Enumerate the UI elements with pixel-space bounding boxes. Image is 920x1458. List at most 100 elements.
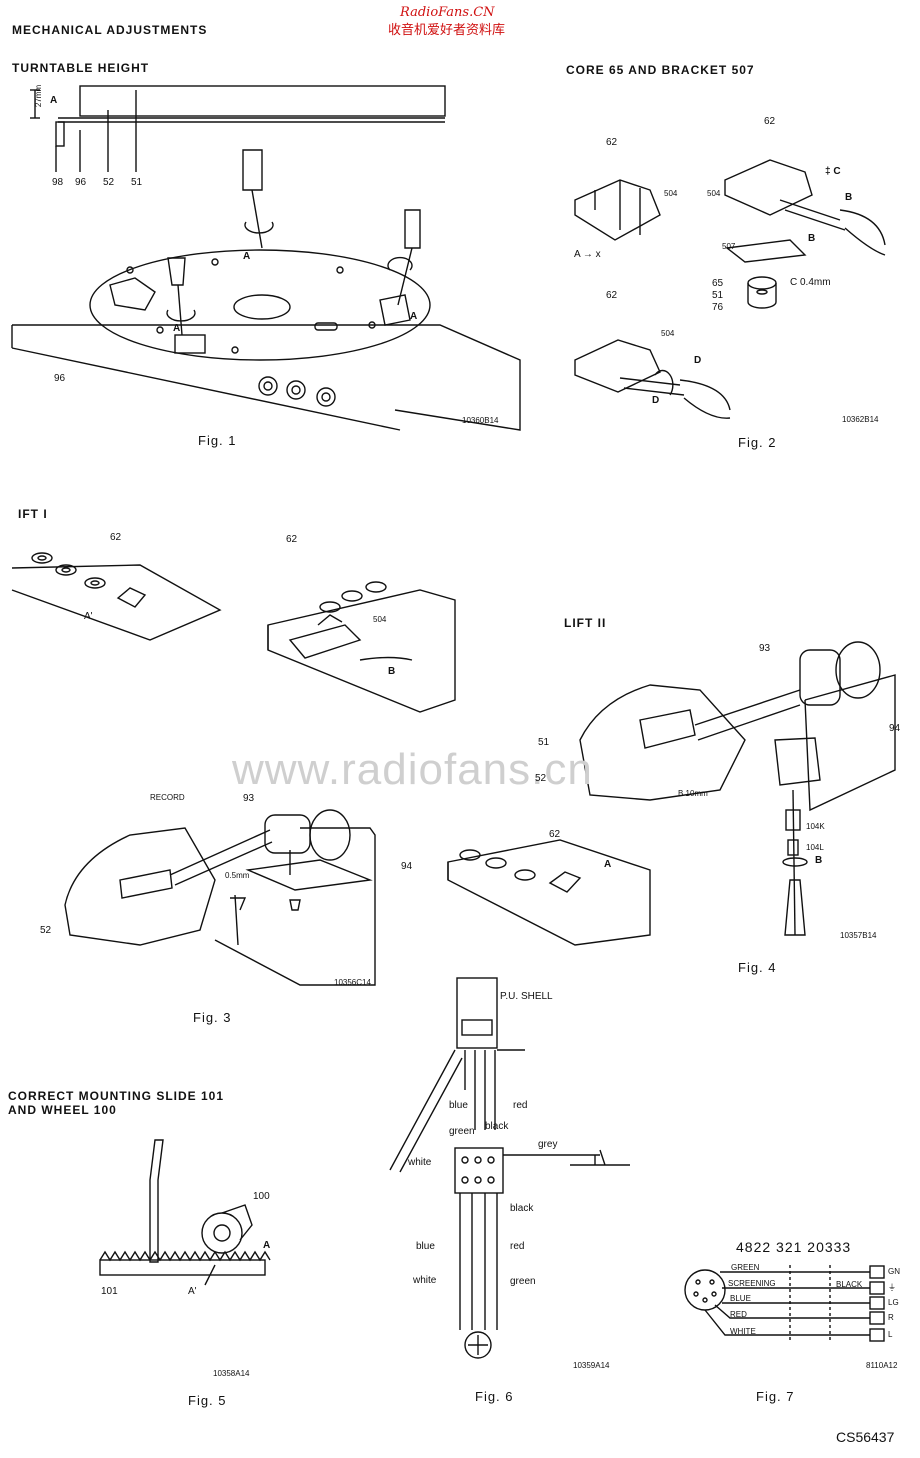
fig7-label-green: GREEN	[731, 1263, 760, 1272]
fig2-label-62a: 62	[606, 137, 618, 148]
fig6-wiring	[389, 977, 630, 1359]
fig4-caption: Fig. 4	[738, 960, 777, 975]
fig6-label-blue: blue	[449, 1100, 468, 1111]
fig6-label-red2: red	[510, 1241, 525, 1252]
fig4-lift-ii	[447, 641, 896, 946]
fig1-caption: Fig. 1	[198, 433, 237, 448]
fig4-label-94: 94	[889, 723, 901, 734]
fig6-label-pu-shell: P.U. SHELL	[500, 991, 553, 1002]
fig5-code: 10358A14	[213, 1369, 250, 1378]
fig6-label-black2: black	[510, 1203, 534, 1214]
fig2-code: 10362B14	[842, 415, 879, 424]
fig2-label-504c: 504	[661, 329, 675, 338]
fig4-label-104l: 104L	[806, 843, 824, 852]
fig1-side-view	[30, 85, 446, 172]
site-subtitle: 收音机爱好者资料库	[388, 23, 506, 38]
fig3-label-94: 94	[401, 861, 413, 872]
heading-turntable-height: TURNTABLE HEIGHT	[12, 61, 150, 75]
fig4-label-62: 62	[549, 829, 561, 840]
heading-lift-i: IFT I	[18, 507, 48, 521]
fig3-lift-panel-b	[267, 581, 456, 713]
fig7-pin-gnd: ⏚	[888, 1283, 896, 1292]
fig5-rack	[99, 1139, 271, 1286]
fig2-label-51: 51	[712, 290, 724, 301]
fig7-pin-gn: GN	[888, 1267, 900, 1276]
site-logo: RadioFans.CN	[400, 5, 495, 20]
fig1-label-52: 52	[103, 177, 115, 188]
fig6-label-blue2: blue	[416, 1241, 435, 1252]
heading-mounting-2: AND WHEEL 100	[8, 1103, 117, 1117]
fig2-label-507: 507	[722, 242, 736, 251]
fig6-caption: Fig. 6	[475, 1389, 514, 1404]
fig6-code: 10359A14	[573, 1361, 610, 1370]
fig1-label-a2: A	[243, 251, 251, 262]
fig2-label-65: 65	[712, 278, 724, 289]
fig5-label-aprime: A'	[188, 1286, 197, 1297]
fig6-label-black: black	[485, 1121, 509, 1132]
fig5-label-101: 101	[101, 1286, 118, 1297]
fig7-label-screening: SCREENING	[728, 1279, 776, 1288]
fig3-label-62b: 62	[286, 534, 298, 545]
fig7-label-black: BLACK	[836, 1280, 863, 1289]
fig1-chassis	[11, 149, 521, 431]
fig2-label-ax: A → x	[574, 249, 601, 260]
fig1-label-a4: A	[410, 311, 418, 322]
fig2-label-d2: D	[652, 395, 660, 406]
fig2-label-b2: B	[808, 233, 816, 244]
fig2-label-62b: 62	[764, 116, 776, 127]
fig1-label-96b: 96	[54, 373, 66, 384]
fig4-label-51: 51	[538, 737, 550, 748]
fig1-label-a3: A	[173, 323, 181, 334]
fig3-code: 10356C14	[334, 978, 371, 987]
fig7-label-red: RED	[730, 1310, 747, 1319]
fig1-label-98: 98	[52, 177, 64, 188]
fig4-label-93: 93	[759, 643, 771, 654]
heading-lift-ii: LIFT II	[564, 616, 607, 630]
fig5-label-a: A	[263, 1240, 271, 1251]
fig2-label-504b: 504	[707, 189, 721, 198]
fig3-label-b: B	[388, 666, 396, 677]
fig3-label-504: 504	[373, 615, 387, 624]
fig7-pin-l: L	[888, 1330, 893, 1339]
fig6-label-green2: green	[510, 1276, 536, 1287]
fig3-label-93: 93	[243, 793, 255, 804]
fig3-label-52: 52	[40, 925, 52, 936]
fig3-label-gap: 0.5mm	[225, 871, 250, 880]
fig1-label-a: A	[50, 95, 58, 106]
fig7-label-blue: BLUE	[730, 1294, 751, 1303]
fig6-label-green: green	[449, 1126, 475, 1137]
fig2-drawing	[574, 159, 886, 419]
fig2-label-b1: B	[845, 192, 853, 203]
fig2-caption: Fig. 2	[738, 435, 777, 450]
fig3-lift-panel-a	[11, 552, 222, 641]
fig2-label-504a: 504	[664, 189, 678, 198]
fig5-caption: Fig. 5	[188, 1393, 227, 1408]
fig1-dim-27mm: 27mm	[34, 84, 44, 108]
fig6-label-red: red	[513, 1100, 528, 1111]
fig3-label-62a: 62	[110, 532, 122, 543]
fig3-label-aprime: A'	[84, 611, 93, 622]
fig7-part-number: 4822 321 20333	[736, 1239, 852, 1255]
fig4-label-b10: B 10mm	[678, 789, 708, 798]
fig6-label-grey: grey	[538, 1139, 558, 1150]
fig1-label-96: 96	[75, 177, 87, 188]
fig4-label-b: B	[815, 855, 823, 866]
fig4-label-104k: 104K	[806, 822, 825, 831]
fig2-label-62c: 62	[606, 290, 618, 301]
fig3-tonearm	[64, 809, 376, 986]
fig7-pin-lg: LG	[888, 1298, 899, 1307]
fig3-label-record: RECORD	[150, 793, 185, 802]
page-title: MECHANICAL ADJUSTMENTS	[12, 23, 208, 37]
fig7-label-white: WHITE	[730, 1327, 756, 1336]
fig6-label-white: white	[408, 1157, 432, 1168]
fig7-pin-r: R	[888, 1313, 894, 1322]
fig4-label-52: 52	[535, 773, 547, 784]
heading-core-bracket: CORE 65 AND BRACKET 507	[566, 63, 755, 77]
footer-code: CS56437	[836, 1429, 895, 1445]
fig3-caption: Fig. 3	[193, 1010, 232, 1025]
heading-mounting-1: CORRECT MOUNTING SLIDE 101	[8, 1089, 225, 1103]
fig6-label-white2: white	[413, 1275, 437, 1286]
fig1-label-51: 51	[131, 177, 143, 188]
fig4-label-a: A	[604, 859, 612, 870]
